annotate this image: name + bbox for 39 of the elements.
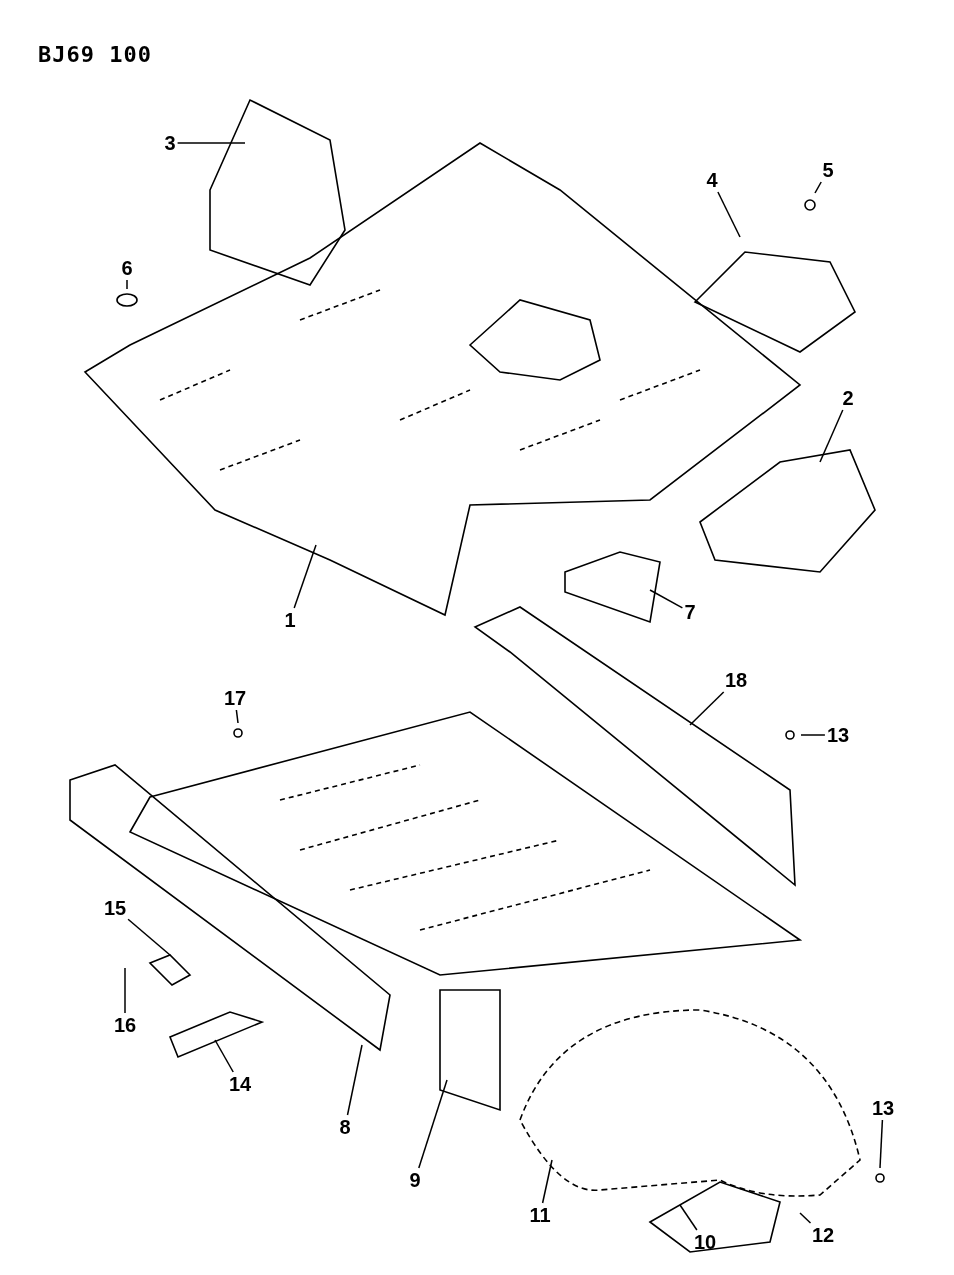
callout-number: 6 <box>121 257 133 279</box>
callout-number: 17 <box>223 687 247 709</box>
leader-line <box>293 544 317 609</box>
leader-line <box>800 734 826 736</box>
leader-line <box>717 191 741 238</box>
leader-line <box>346 1044 363 1116</box>
leader-line <box>418 1079 448 1169</box>
callout-number: 13 <box>826 724 850 746</box>
leader-line <box>176 142 246 144</box>
callout-number: 11 <box>529 1204 551 1226</box>
callout-number: 16 <box>113 1014 137 1036</box>
leader-line <box>879 1119 884 1169</box>
callout-number: 3 <box>164 132 176 154</box>
leader-line <box>214 1039 234 1073</box>
drawing-code: BJ69 100 <box>38 42 152 67</box>
callout-number: 4 <box>706 169 718 191</box>
leader-line <box>127 918 171 956</box>
callout-number: 13 <box>871 1097 895 1119</box>
callout-number: 8 <box>339 1116 351 1138</box>
callout-number: 2 <box>842 387 854 409</box>
leader-line <box>799 1212 812 1224</box>
callout-number: 9 <box>409 1169 421 1191</box>
leader-line <box>689 691 725 726</box>
leader-line <box>235 709 239 724</box>
leader-line <box>679 1204 698 1231</box>
leader-line <box>649 589 684 609</box>
callout-number: 10 <box>693 1231 717 1253</box>
leader-line <box>819 409 844 463</box>
callout-number: 5 <box>822 159 834 181</box>
callout-number: 7 <box>684 601 696 623</box>
leader-line <box>124 967 126 1014</box>
callout-number: 14 <box>228 1073 252 1095</box>
leader-line <box>541 1159 553 1204</box>
callout-number: 12 <box>811 1224 835 1246</box>
leader-line <box>126 279 128 290</box>
callout-number: 1 <box>284 609 296 631</box>
leader-line <box>814 181 822 194</box>
callout-number: 15 <box>103 897 127 919</box>
callout-number: 18 <box>724 669 748 691</box>
